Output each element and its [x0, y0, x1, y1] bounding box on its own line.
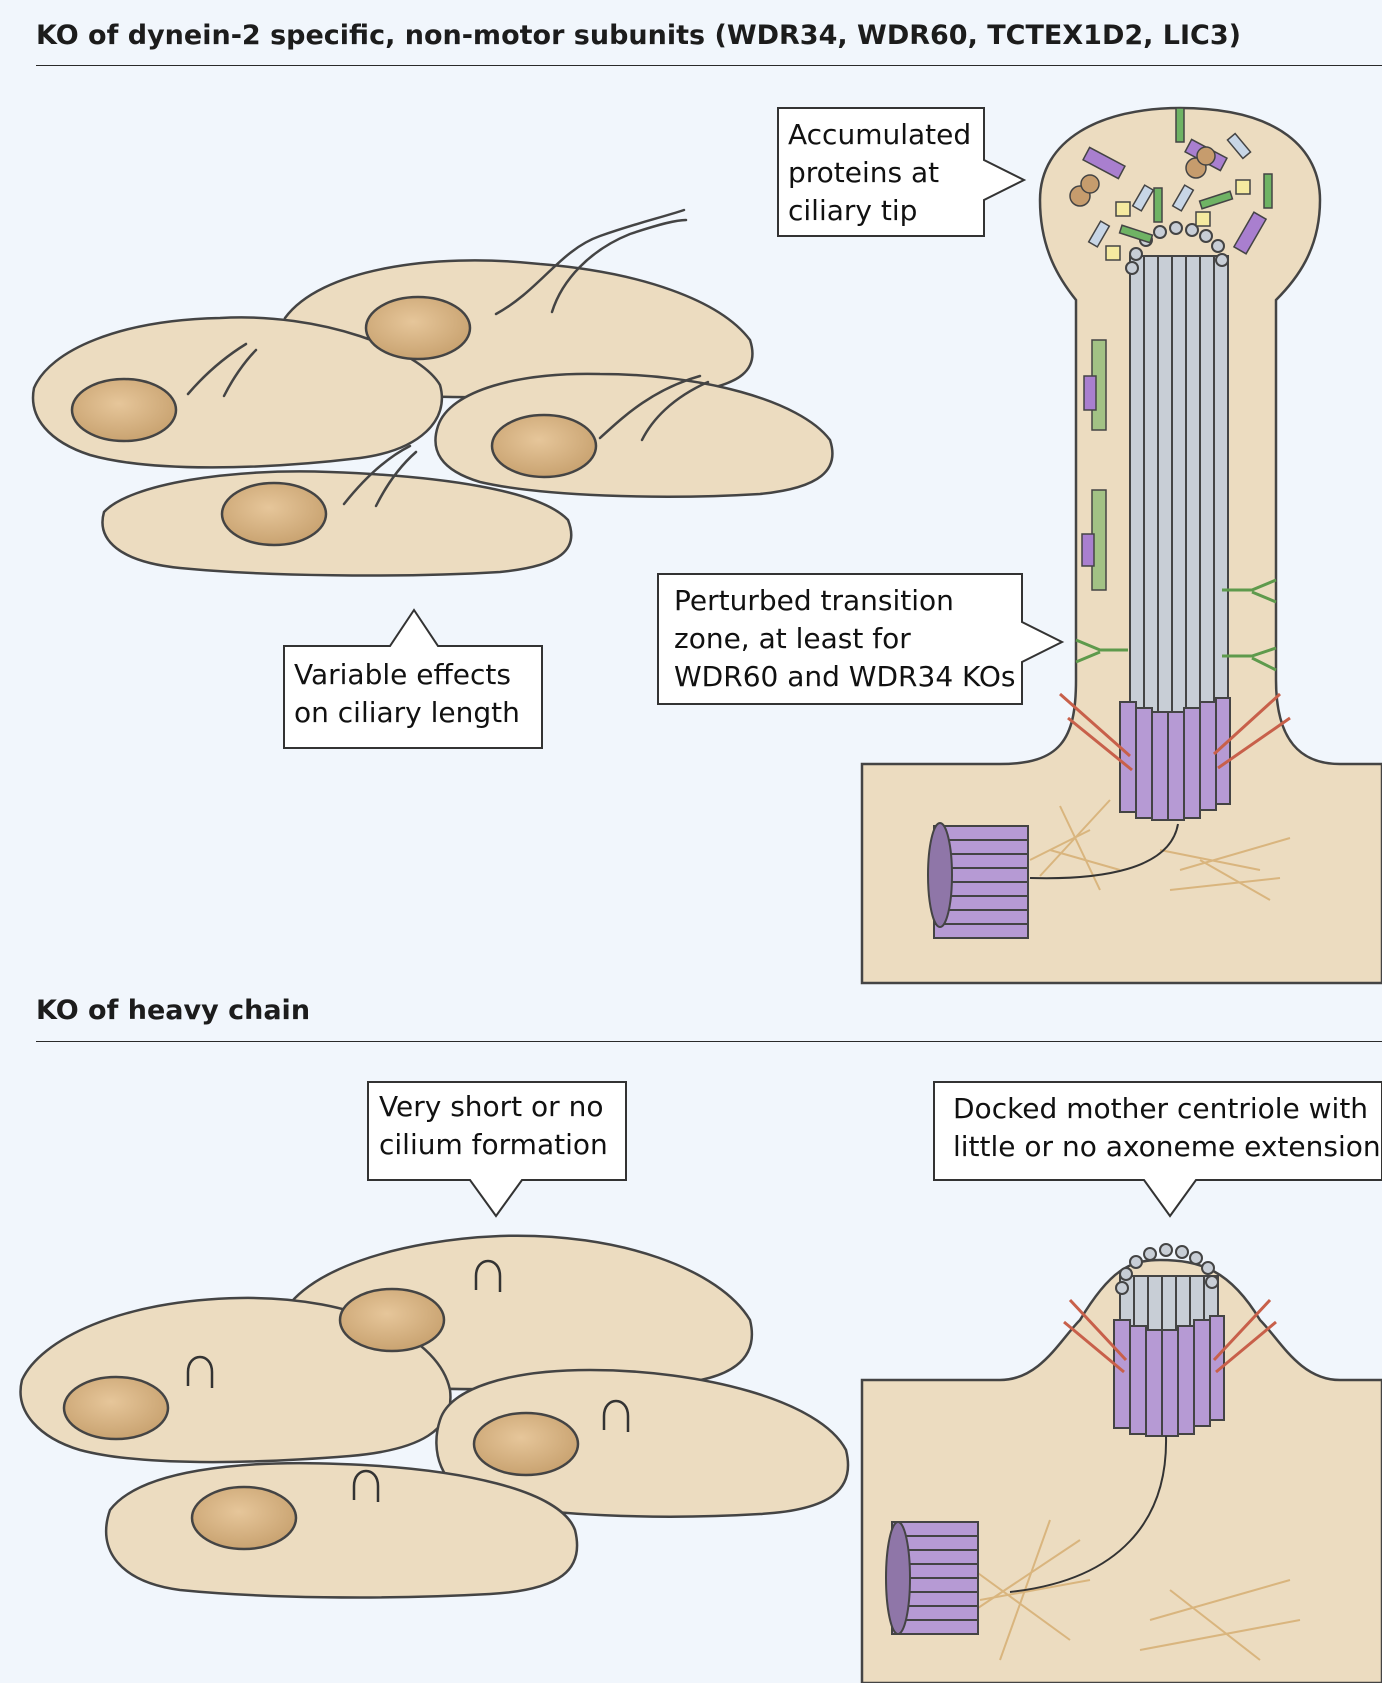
- nucleus: [192, 1487, 296, 1549]
- basal-body-2: [1114, 1316, 1224, 1436]
- daughter-centriole-1: [928, 823, 1028, 938]
- cilium-closeup-1: [862, 108, 1382, 983]
- basal-body: [1120, 698, 1230, 820]
- callout-accumulated-text: Accumulated proteins at ciliary tip: [788, 116, 971, 230]
- daughter-centriole-2: [886, 1522, 978, 1634]
- nucleus: [64, 1377, 168, 1439]
- callout-short-text: Very short or no cilium formation: [379, 1088, 608, 1164]
- nucleus: [340, 1289, 444, 1351]
- nucleus: [492, 415, 596, 477]
- nucleus: [222, 483, 326, 545]
- axoneme: [1130, 256, 1228, 736]
- callout-variable-text: Variable effects on ciliary length: [294, 656, 520, 732]
- nucleus: [72, 379, 176, 441]
- callout-docked-text: Docked mother centriole with little or n…: [953, 1090, 1381, 1166]
- nucleus: [474, 1413, 578, 1475]
- nucleus: [366, 297, 470, 359]
- cilium-closeup-2: [862, 1244, 1382, 1683]
- callout-perturbed-text: Perturbed transition zone, at least for …: [674, 582, 1016, 696]
